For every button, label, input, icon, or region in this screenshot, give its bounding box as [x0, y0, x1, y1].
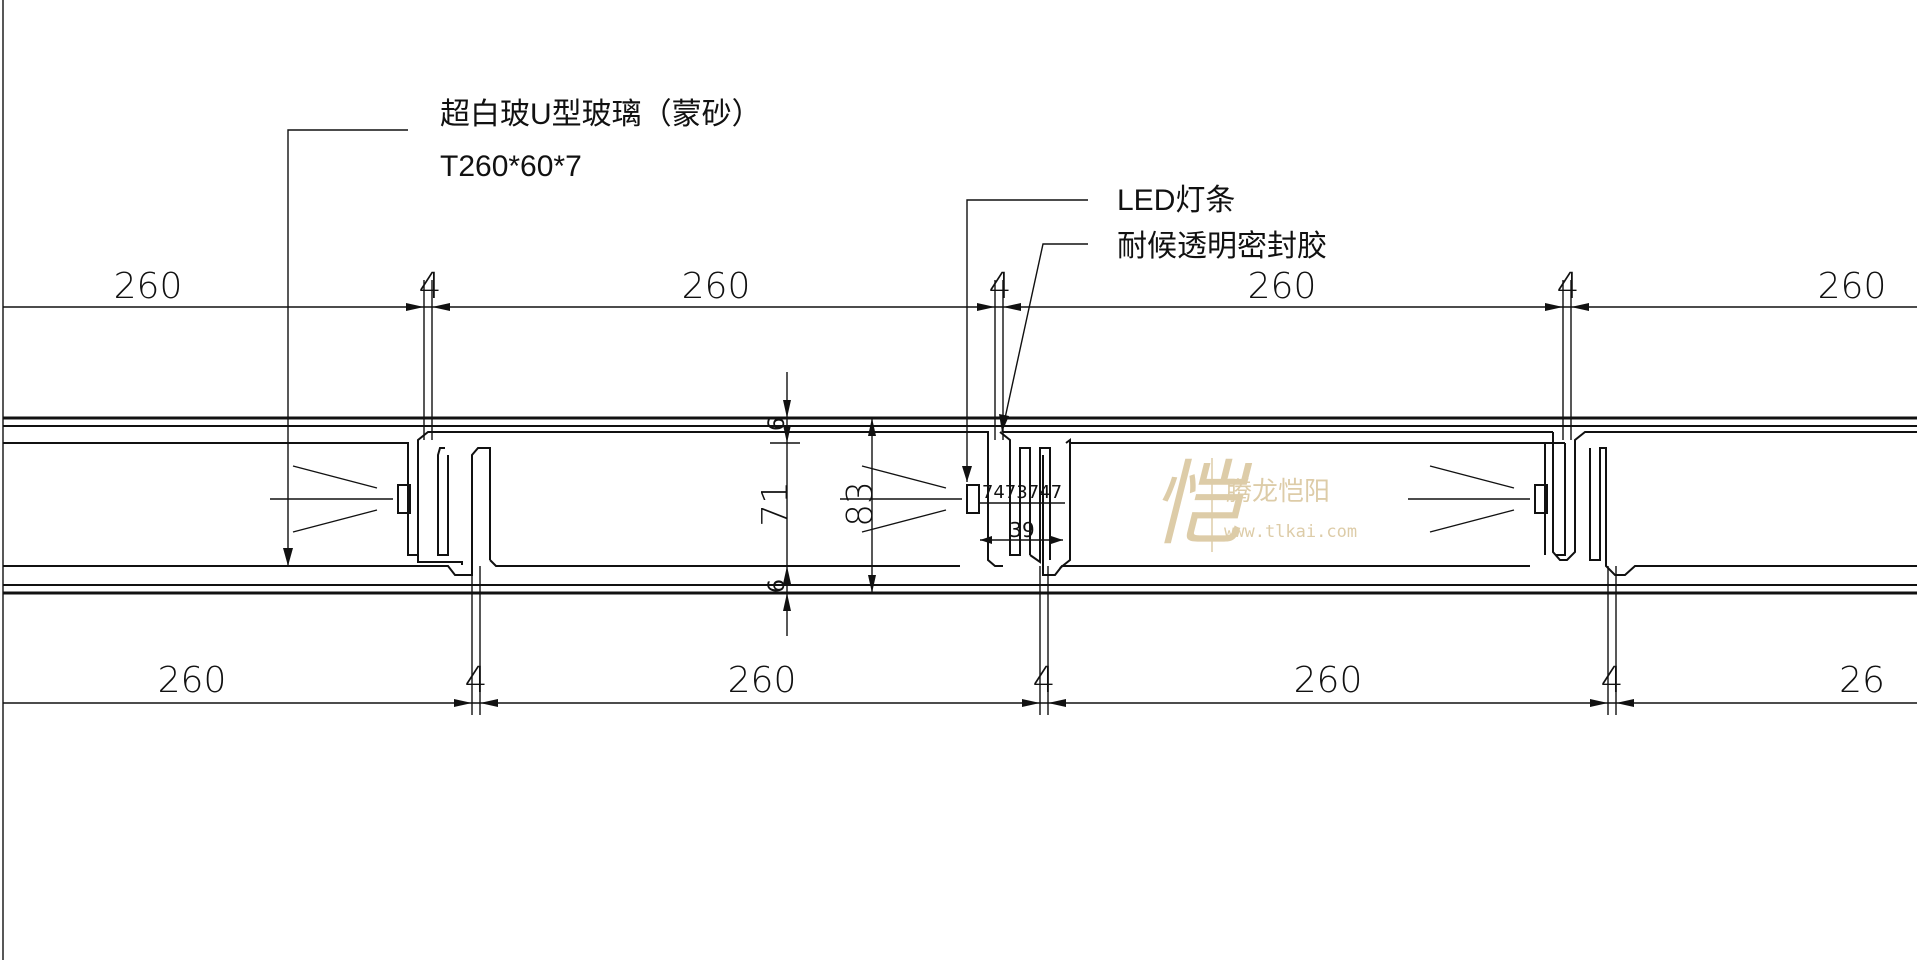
bottom-dim-2: 4 — [465, 660, 488, 701]
top-dim-5: 260 — [1248, 266, 1317, 307]
top-dim-1: 260 — [114, 266, 183, 307]
dim-top-gap: 6 — [765, 417, 790, 431]
wall-outline — [3, 416, 1917, 595]
u-glass-profile-2 — [440, 431, 1565, 576]
led-fixture-1 — [270, 465, 411, 533]
bottom-dim-4: 4 — [1033, 660, 1056, 701]
u-glass-profile-1 — [3, 431, 960, 576]
dim-overall-height: 83 — [840, 481, 881, 527]
led-strip-label: LED灯条 — [1117, 184, 1235, 217]
watermark-url: www.tlkai.com — [1224, 522, 1357, 542]
top-dim-2: 4 — [419, 266, 442, 307]
led-fixture-2 — [840, 465, 980, 533]
joint-parts-dim: 7473747 — [982, 482, 1062, 503]
led-fixture-3 — [1408, 465, 1548, 533]
top-dimension-row — [3, 280, 1917, 440]
top-dim-6: 4 — [1557, 266, 1580, 307]
u-glass-profile-3 — [1544, 431, 1917, 576]
glass-name-label: 超白玻U型玻璃（蒙砂） — [440, 98, 762, 131]
vertical-dimensions — [770, 372, 882, 636]
top-dim-4: 4 — [989, 266, 1012, 307]
bottom-dim-7: 26 — [1839, 660, 1885, 701]
glass-leader-line — [283, 129, 408, 566]
bottom-dim-6: 4 — [1601, 660, 1624, 701]
glass-spec-label: T260*60*7 — [440, 150, 582, 183]
dim-bottom-gap: 6 — [765, 579, 790, 593]
bottom-dim-1: 260 — [158, 660, 227, 701]
sealant-leader-line — [999, 243, 1088, 433]
bottom-dim-3: 260 — [728, 660, 797, 701]
joint-width-dim: 39 — [1009, 518, 1034, 542]
dim-inner-height: 71 — [755, 481, 796, 527]
sealant-label: 耐候透明密封胶 — [1117, 230, 1327, 263]
bottom-dim-5: 260 — [1294, 660, 1363, 701]
watermark-mark: 恺 — [1150, 451, 1253, 558]
watermark-logo: 恺 腾龙恺阳 www.tlkai.com — [1150, 451, 1357, 558]
led-leader-line — [962, 199, 1088, 482]
top-dim-7: 260 — [1818, 266, 1887, 307]
bottom-dimension-row — [3, 566, 1917, 715]
top-dim-3: 260 — [682, 266, 751, 307]
watermark-name: 腾龙恺阳 — [1226, 477, 1330, 507]
joint-detail-dimension — [978, 502, 1065, 544]
